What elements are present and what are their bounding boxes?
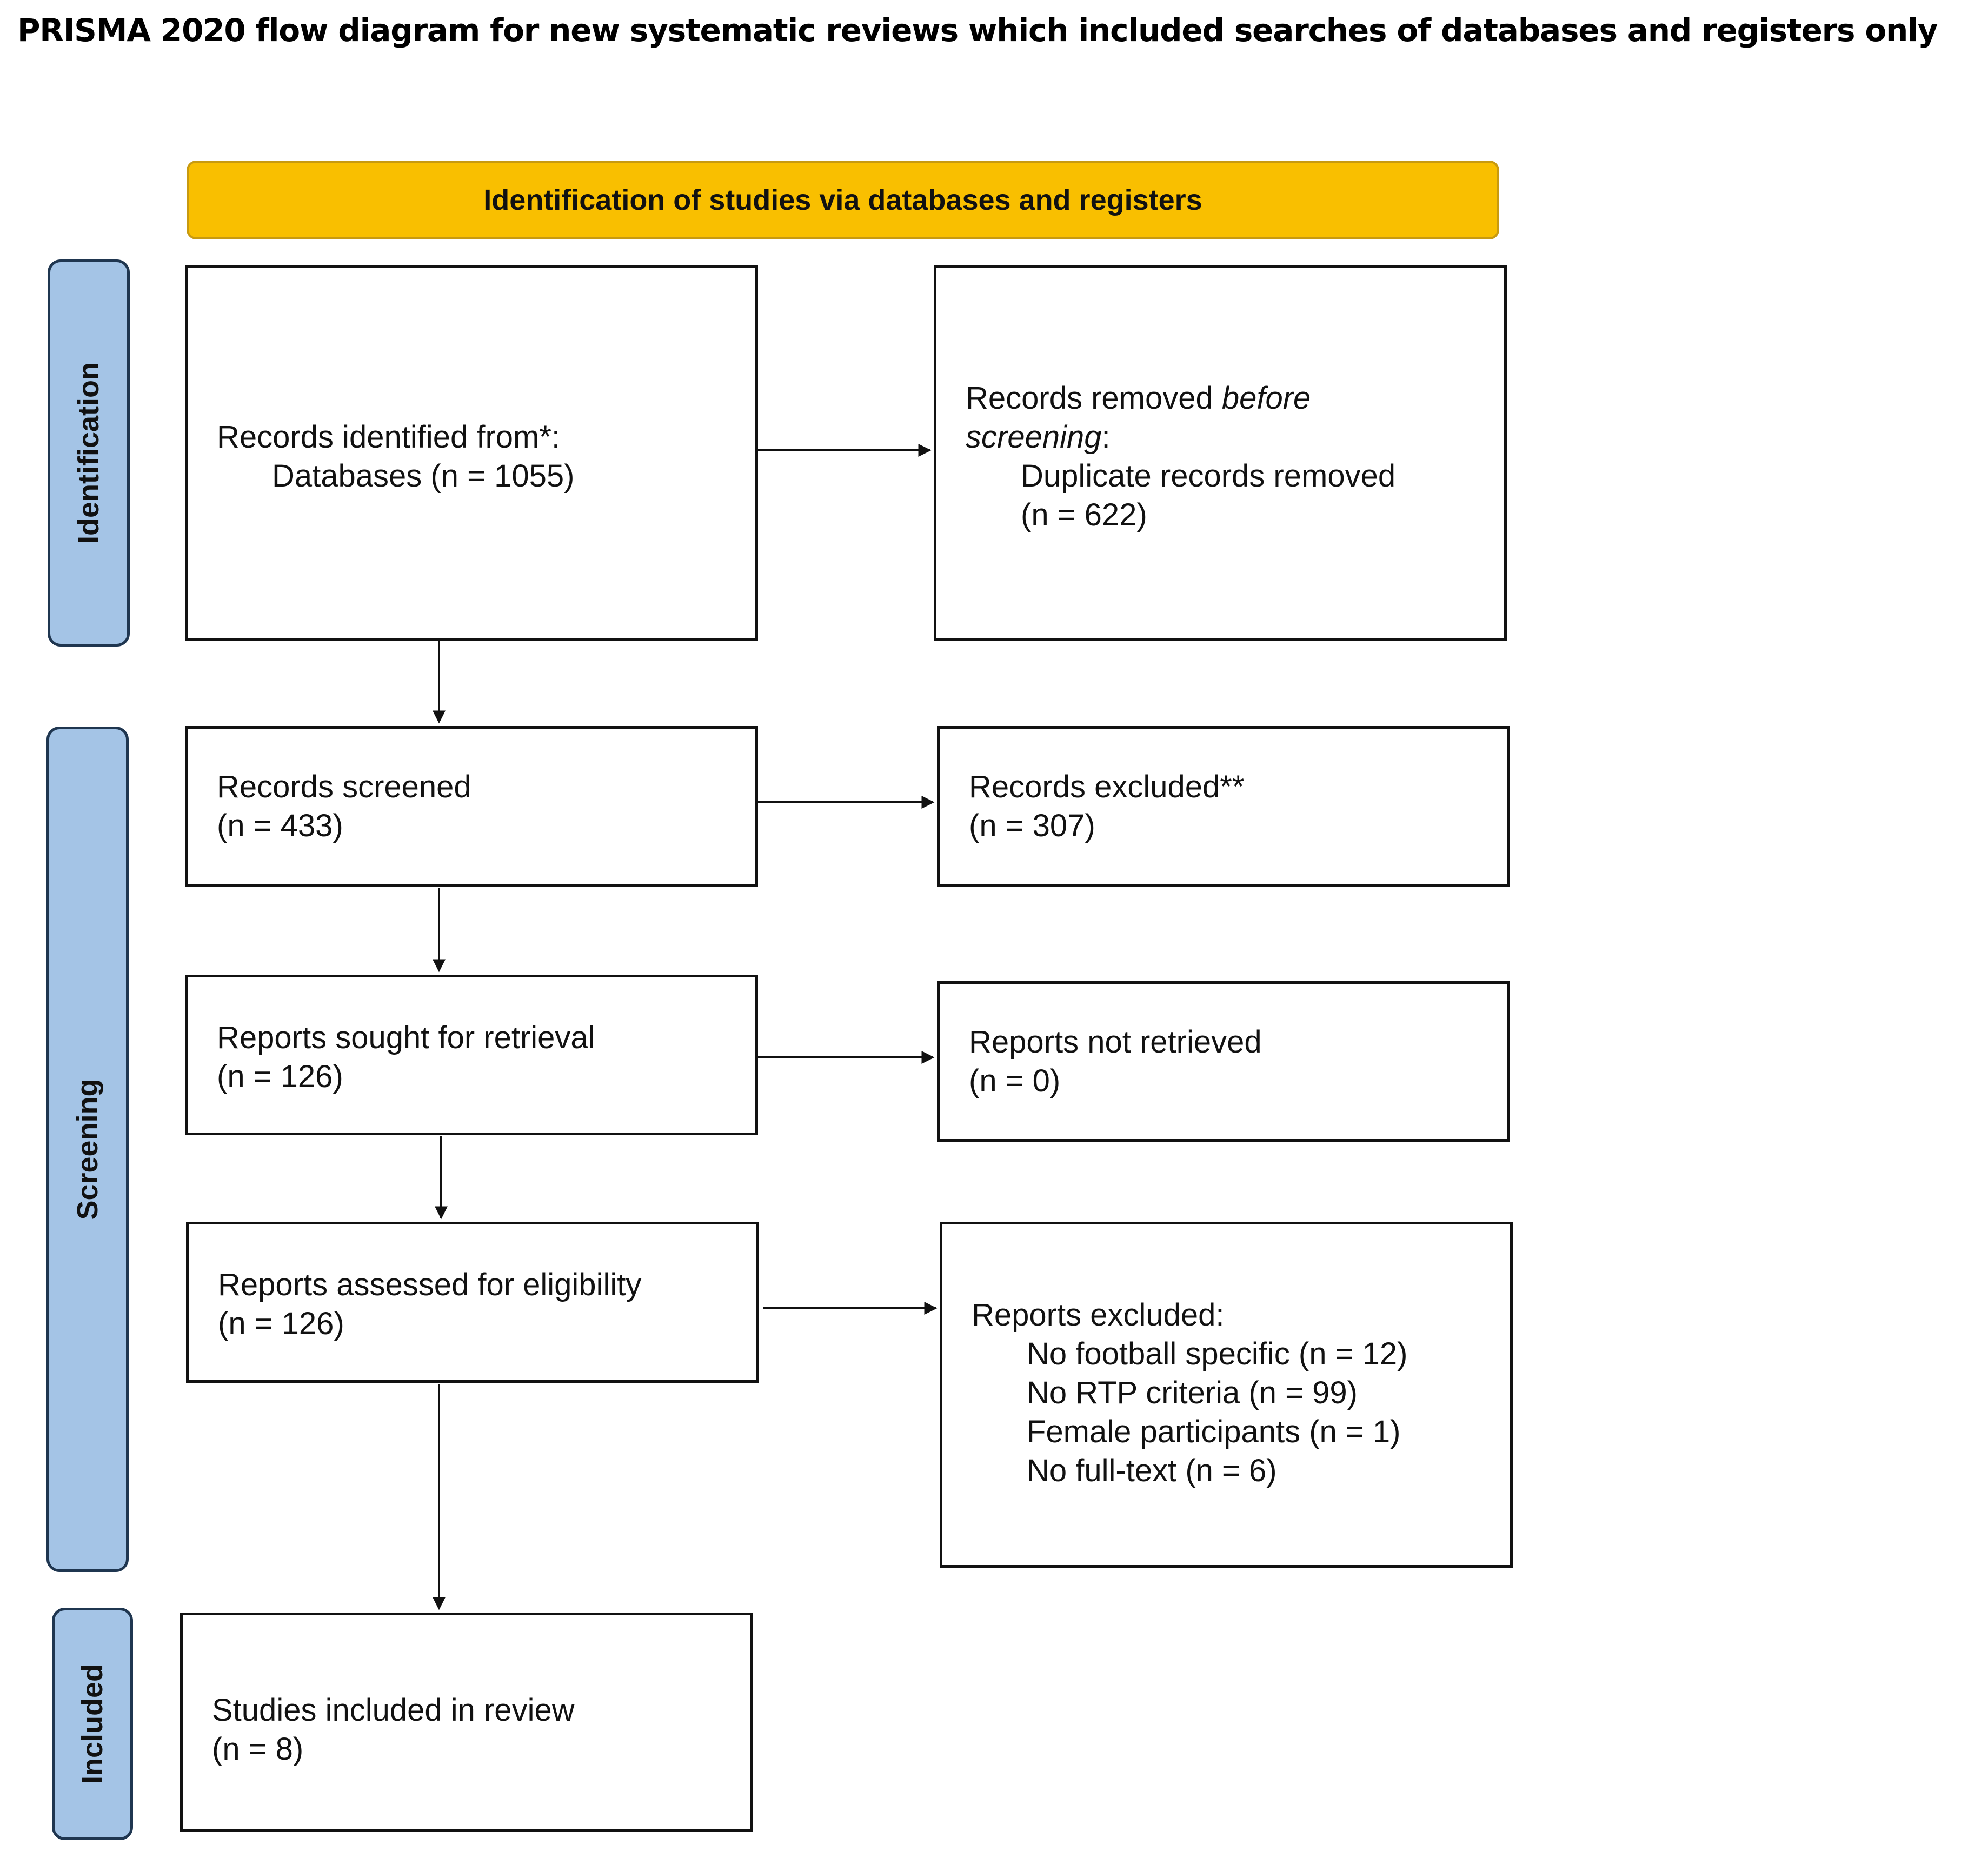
records-identified-box: Records identified from*: Databases (n =… bbox=[185, 265, 758, 641]
duplicate-records-label: Duplicate records removed bbox=[1021, 458, 1396, 494]
records-removed-heading: Records removed before bbox=[966, 381, 1311, 416]
exclusion-reason: No football specific (n = 12) bbox=[1027, 1336, 1408, 1371]
reports-assessed-count: (n = 126) bbox=[218, 1306, 344, 1341]
phase-screening: Screening bbox=[46, 727, 129, 1572]
studies-included-count: (n = 8) bbox=[212, 1732, 304, 1767]
duplicate-records-count: (n = 622) bbox=[1021, 497, 1147, 532]
records-screened-label: Records screened bbox=[217, 769, 471, 804]
exclusion-reason: Female participants (n = 1) bbox=[1027, 1414, 1401, 1449]
reports-sought-label: Reports sought for retrieval bbox=[217, 1020, 595, 1055]
records-excluded-count: (n = 307) bbox=[969, 808, 1095, 843]
records-removed-box: Records removed before screening: Duplic… bbox=[934, 265, 1507, 641]
records-excluded-box: Records excluded** (n = 307) bbox=[937, 726, 1510, 887]
reports-assessed-label: Reports assessed for eligibility bbox=[218, 1267, 642, 1302]
reports-not-retrieved-label: Reports not retrieved bbox=[969, 1024, 1262, 1060]
reports-not-retrieved-box: Reports not retrieved (n = 0) bbox=[937, 981, 1510, 1142]
banner-label: Identification of studies via databases … bbox=[483, 184, 1202, 216]
reports-excluded-heading: Reports excluded: bbox=[972, 1297, 1225, 1333]
exclusion-reason: No full-text (n = 6) bbox=[1027, 1453, 1277, 1488]
phase-included: Included bbox=[52, 1608, 133, 1840]
reports-sought-count: (n = 126) bbox=[217, 1059, 343, 1094]
identification-banner: Identification of studies via databases … bbox=[187, 161, 1499, 239]
reports-sought-box: Reports sought for retrieval (n = 126) bbox=[185, 975, 758, 1135]
reports-assessed-box: Reports assessed for eligibility (n = 12… bbox=[186, 1222, 759, 1383]
phase-identification: Identification bbox=[48, 259, 130, 647]
studies-included-box: Studies included in review (n = 8) bbox=[180, 1613, 753, 1832]
records-screened-box: Records screened (n = 433) bbox=[185, 726, 758, 887]
records-screened-count: (n = 433) bbox=[217, 808, 343, 843]
diagram-title: PRISMA 2020 flow diagram for new systema… bbox=[17, 12, 1938, 49]
studies-included-label: Studies included in review bbox=[212, 1693, 575, 1728]
reports-not-retrieved-count: (n = 0) bbox=[969, 1063, 1061, 1098]
records-identified-count: Databases (n = 1055) bbox=[272, 458, 575, 494]
records-identified-label: Records identified from*: bbox=[217, 419, 561, 455]
reports-excluded-box: Reports excluded: No football specific (… bbox=[940, 1222, 1513, 1568]
records-excluded-label: Records excluded** bbox=[969, 769, 1245, 804]
records-removed-heading-cont: screening: bbox=[966, 419, 1111, 455]
exclusion-reason: No RTP criteria (n = 99) bbox=[1027, 1375, 1358, 1410]
